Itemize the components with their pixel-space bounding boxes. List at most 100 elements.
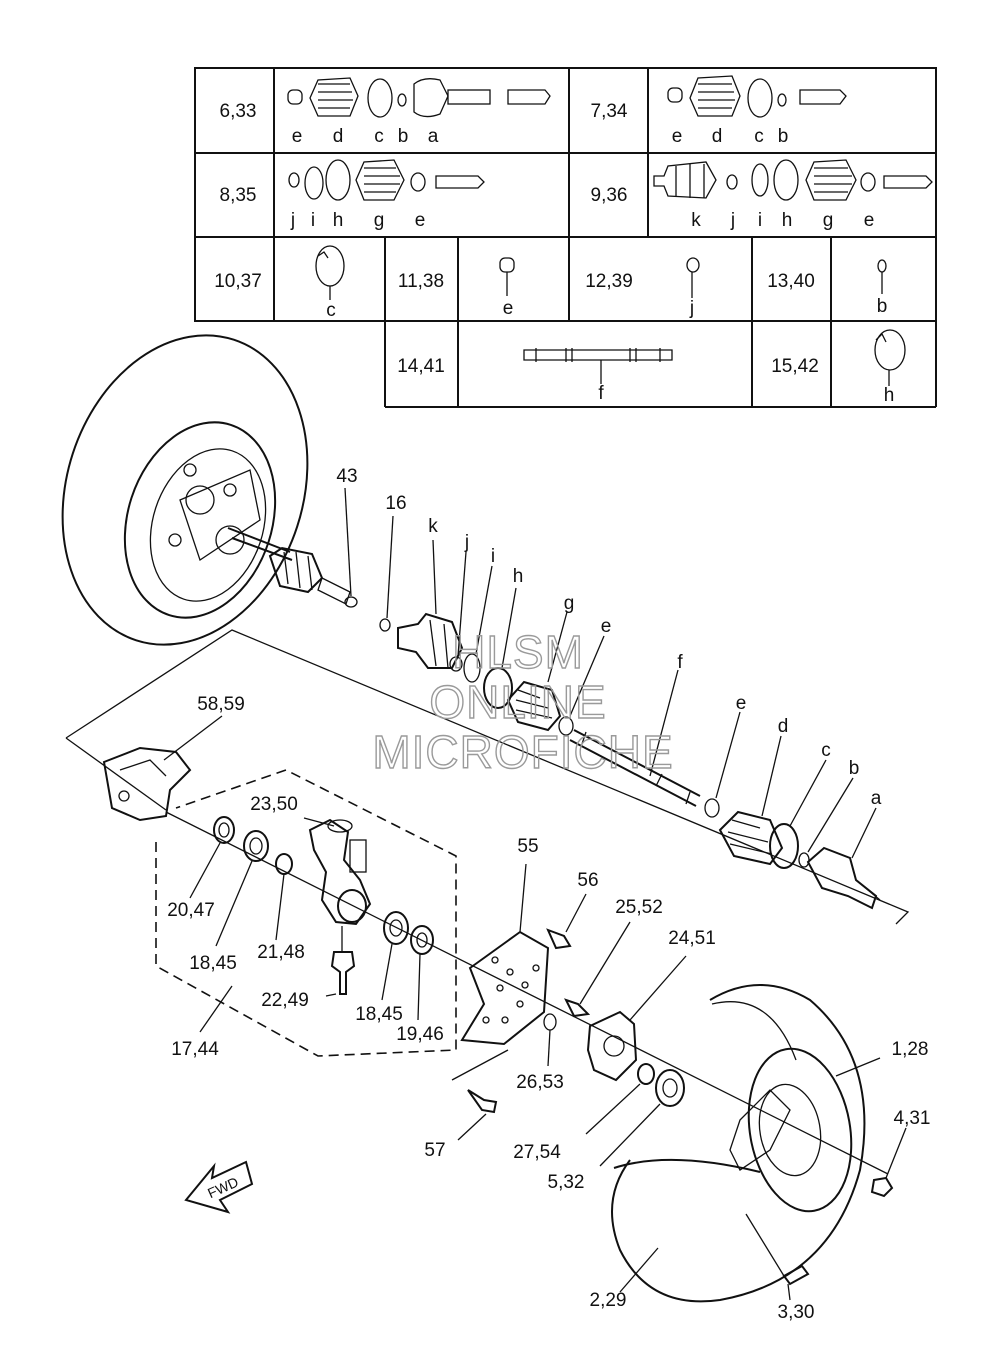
boot-kit-inner-icon xyxy=(288,159,485,201)
table-letter: k xyxy=(691,210,701,231)
table-letter: g xyxy=(823,210,834,231)
callout-f: f xyxy=(677,652,683,673)
cv-joint-k-icon xyxy=(397,539,464,669)
leader-17-44 xyxy=(199,985,233,1033)
table-ref-15-42: 15,42 xyxy=(771,356,819,377)
callout-e-1: e xyxy=(601,616,612,637)
table-letter: j xyxy=(730,210,735,231)
table-ref-14-41: 14,41 xyxy=(397,356,445,377)
table-letter: h xyxy=(884,385,895,406)
callouts: 43 16 k j i h g e f e d c b a 58,59 23,5… xyxy=(167,466,930,1323)
table-ref-11-38: 11,38 xyxy=(398,271,444,292)
band-b-icon xyxy=(877,259,887,294)
boot-g-icon xyxy=(506,611,568,732)
table-letter: e xyxy=(415,210,426,231)
table-ref-13-40: 13,40 xyxy=(767,271,815,292)
table-letter: g xyxy=(374,210,385,231)
watermark-line2: ONLINE xyxy=(429,676,606,728)
band-h-part-icon xyxy=(483,587,517,709)
table-ref-9-36: 9,36 xyxy=(591,185,628,206)
boot-d-icon xyxy=(718,735,784,866)
callout-g: g xyxy=(564,593,575,614)
circlip-j-part-icon xyxy=(449,551,467,672)
callout-22-49: 22,49 xyxy=(261,990,309,1011)
table-letter: j xyxy=(689,298,694,319)
ball-joint-22-icon xyxy=(325,926,356,997)
callout-18-45-b: 18,45 xyxy=(355,1004,403,1025)
table-letter: f xyxy=(598,383,604,404)
callout-4-31: 4,31 xyxy=(894,1108,931,1129)
table-ref-6-33: 6,33 xyxy=(220,101,257,122)
table-letter: i xyxy=(758,210,762,231)
watermark-line1: HLSM xyxy=(452,626,584,678)
circlip-j-icon xyxy=(686,257,700,298)
callout-i: i xyxy=(491,546,495,567)
leader-2-29 xyxy=(619,1247,659,1293)
cv-joint-kit-inner-icon xyxy=(653,159,933,201)
bolt-56-icon xyxy=(546,893,587,950)
bolt-57-icon xyxy=(451,1049,509,1141)
table-letter: c xyxy=(326,300,336,321)
wheel-rim-icon xyxy=(729,1047,881,1213)
band-i-part-icon xyxy=(463,565,493,683)
callout-3-30: 3,30 xyxy=(778,1302,815,1323)
axis-line xyxy=(165,811,889,1175)
callout-43: 43 xyxy=(336,466,357,487)
knuckle-guard-icon xyxy=(102,715,223,822)
callout-56: 56 xyxy=(577,870,598,891)
circlip-16-icon xyxy=(379,515,394,632)
fwd-label: FWD xyxy=(205,1174,241,1202)
table-letter: e xyxy=(672,126,683,147)
table-letter: a xyxy=(428,126,439,147)
bearing-18-a-icon xyxy=(215,830,269,947)
tire-right-icon xyxy=(611,984,866,1303)
watermark: HLSM ONLINE MICROFICHE xyxy=(372,625,674,778)
table-letter: h xyxy=(782,210,793,231)
wheel-hub-24-icon xyxy=(586,955,687,1082)
drive-shaft-f-icon xyxy=(569,669,701,807)
exploded-outline xyxy=(65,629,910,925)
cv-joint-a-icon xyxy=(806,807,881,910)
band-b-part-icon xyxy=(798,777,854,868)
table-letter: c xyxy=(374,126,384,147)
reference-table: 6,33 7,34 8,35 9,36 10,37 11,38 12,39 13… xyxy=(194,67,937,408)
band-icon xyxy=(315,245,345,300)
nut-5-icon xyxy=(599,1069,685,1167)
callout-k: k xyxy=(428,516,438,537)
callout-19-46: 19,46 xyxy=(396,1024,444,1045)
callout-27-54: 27,54 xyxy=(513,1142,561,1163)
table-letter: b xyxy=(877,296,888,317)
wheel-nut-4-icon xyxy=(870,1127,907,1198)
table-letter: b xyxy=(778,126,789,147)
callout-21-48: 21,48 xyxy=(257,942,305,963)
brake-disc-icon xyxy=(460,863,550,1046)
knuckle-icon xyxy=(303,817,372,926)
table-letter: e xyxy=(292,126,303,147)
callout-16: 16 xyxy=(385,493,406,514)
circlip-e-part-1-icon xyxy=(558,635,605,736)
callout-55: 55 xyxy=(517,836,538,857)
table-letter: d xyxy=(712,126,723,147)
valve-3-icon xyxy=(745,1213,810,1301)
callout-e-2: e xyxy=(736,693,747,714)
table-letter: e xyxy=(503,298,514,319)
callout-1-28: 1,28 xyxy=(892,1039,929,1060)
tire-left-icon xyxy=(61,334,309,646)
watermark-line3: MICROFICHE xyxy=(372,726,673,778)
drive-shaft-icon xyxy=(523,348,673,384)
callout-23-50: 23,50 xyxy=(250,794,298,815)
callout-b: b xyxy=(849,758,860,779)
band-c-part-icon xyxy=(769,759,827,869)
table-letter: h xyxy=(333,210,344,231)
circlip-e-part-2-icon xyxy=(704,711,741,818)
oil-seal-19-icon xyxy=(410,925,434,1021)
callout-26-53: 26,53 xyxy=(516,1072,564,1093)
table-letter: j xyxy=(290,210,295,231)
callout-20-47: 20,47 xyxy=(167,900,215,921)
table-letter: e xyxy=(864,210,875,231)
callout-24-51: 24,51 xyxy=(668,928,716,949)
boot-kit-outer-icon xyxy=(667,75,847,118)
callout-j: j xyxy=(464,532,469,553)
table-ref-8-35: 8,35 xyxy=(220,185,257,206)
callout-5-32: 5,32 xyxy=(548,1172,585,1193)
